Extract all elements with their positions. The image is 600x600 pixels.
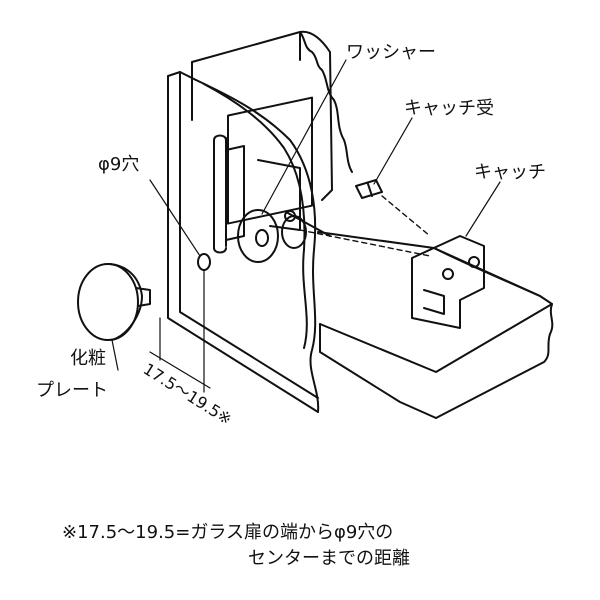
footnote-line1: ※17.5～19.5=ガラス扉の端からφ9穴の — [62, 522, 394, 543]
leader-knob — [111, 339, 119, 371]
catch-receiver-screw — [355, 179, 383, 199]
label-washer: ワッシャー — [346, 42, 436, 63]
knob-face — [77, 263, 139, 341]
hidden-line-2 — [381, 195, 431, 237]
glass-door-front — [167, 75, 319, 413]
dimension-line — [149, 351, 211, 389]
leader-catch-receiver — [373, 117, 413, 185]
leader-washer — [261, 59, 347, 215]
hinge-pin — [213, 134, 227, 254]
catch-bracket — [411, 235, 485, 329]
label-hole: φ9穴 — [98, 154, 139, 175]
label-catch: キャッチ — [474, 162, 546, 183]
bracket-arm — [257, 159, 301, 231]
cabinet-shelf-front — [319, 323, 437, 419]
catch-bracket-hole-2 — [468, 256, 480, 268]
washer-ring-2 — [281, 215, 307, 249]
glass-door-cut-edge — [195, 79, 320, 413]
label-knob-line2: プレート — [36, 380, 108, 401]
knob-stem — [135, 287, 151, 307]
label-knob-line1: 化粧 — [70, 348, 106, 369]
washer-ring — [237, 209, 279, 263]
cabinet-shelf-grain — [433, 247, 541, 297]
label-dimension: 17.5～19.5※ — [140, 359, 235, 428]
cabinet-shelf-right-edge — [435, 303, 554, 419]
knob-body — [109, 263, 143, 341]
washer-hole — [255, 229, 269, 247]
catch-bracket-slot — [423, 289, 445, 315]
hidden-line-1 — [299, 229, 431, 257]
hinge-knuckle — [225, 145, 245, 241]
glass-door-inner-edge — [179, 71, 319, 399]
wood-grain-edge — [299, 31, 353, 173]
leader-hole — [149, 179, 201, 257]
cabinet-shelf-top — [317, 231, 553, 373]
cabinet-side-face — [191, 31, 301, 121]
leader-catch — [465, 181, 501, 237]
footnote-line2: センターまでの距離 — [248, 548, 410, 569]
catch-bracket-hole — [442, 268, 454, 280]
label-catch-receiver: キャッチ受 — [404, 98, 494, 119]
